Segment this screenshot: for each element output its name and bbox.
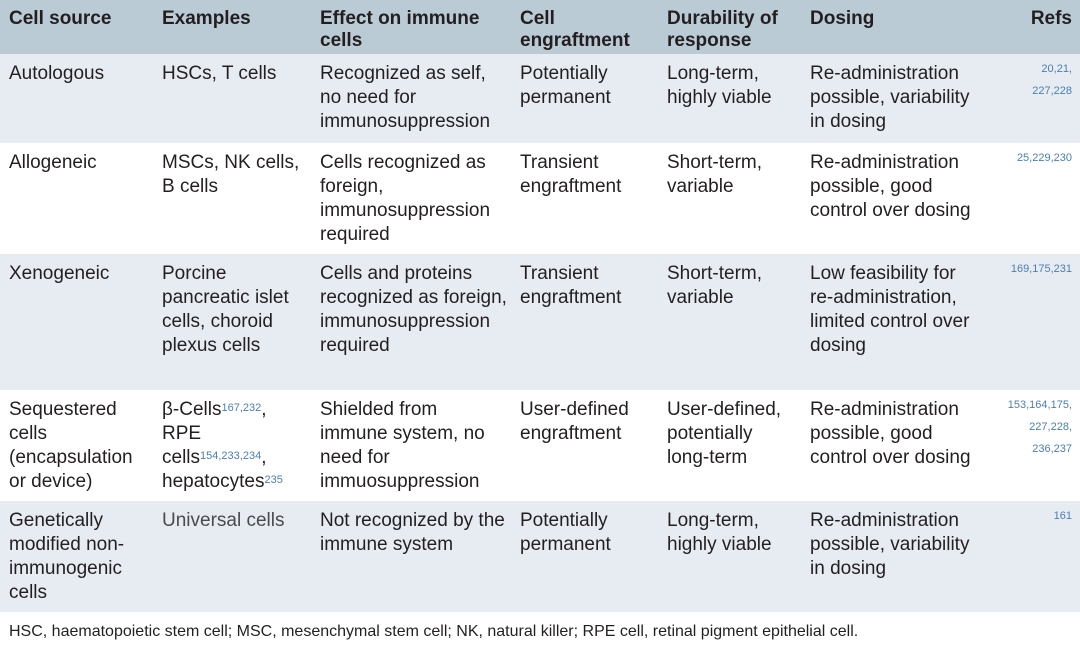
cell-durability: User-defined, potentially long-term bbox=[658, 390, 801, 501]
cell-source-table: Cell source Examples Effect on immune ce… bbox=[0, 0, 1080, 612]
cell-refs: 169,175,231 bbox=[987, 254, 1080, 390]
cell-durability: Short-term, variable bbox=[658, 254, 801, 390]
cell-refs: 20,21, 227,228 bbox=[987, 54, 1080, 143]
header-effect-on-immune-cells: Effect on immune cells bbox=[311, 0, 511, 54]
cell-engraftment: Transient engraftment bbox=[511, 254, 658, 390]
cell-effect: Recognized as self, no need for immunosu… bbox=[311, 54, 511, 143]
ref-link[interactable]: 161 bbox=[1053, 510, 1072, 522]
cell-refs: 25,229,230 bbox=[987, 143, 1080, 254]
ref-link[interactable]: 227,228 bbox=[1032, 85, 1072, 97]
cell-examples: Universal cells bbox=[153, 501, 311, 612]
ref-link[interactable]: 25,229,230 bbox=[1016, 152, 1072, 164]
citation-link[interactable]: 167,232 bbox=[221, 402, 262, 414]
cell-effect: Shielded from immune system, no need for… bbox=[311, 390, 511, 501]
cell-dosing: Re-administration possible, good control… bbox=[801, 143, 987, 254]
cell-effect: Cells recognized as foreign, immunosuppr… bbox=[311, 143, 511, 254]
cell-dosing: Re-administration possible, variability … bbox=[801, 501, 987, 612]
ref-link[interactable]: 227,228, bbox=[1029, 421, 1072, 433]
cell-examples: β-Cells167,232, RPE cells154,233,234, he… bbox=[153, 390, 311, 501]
ref-link[interactable]: 153,164,175, bbox=[1007, 399, 1072, 411]
cell-refs: 153,164,175, 227,228, 236,237 bbox=[987, 390, 1080, 501]
cell-engraftment: Potentially permanent bbox=[511, 54, 658, 143]
table-header-row: Cell source Examples Effect on immune ce… bbox=[0, 0, 1080, 54]
ref-link[interactable]: 169,175,231 bbox=[1010, 263, 1072, 275]
cell-durability: Short-term, variable bbox=[658, 143, 801, 254]
cell-engraftment: Transient engraftment bbox=[511, 143, 658, 254]
cell-durability: Long-term, highly viable bbox=[658, 54, 801, 143]
cell-engraftment: Potentially permanent bbox=[511, 501, 658, 612]
table-row: Allogeneic MSCs, NK cells, B cells Cells… bbox=[0, 143, 1080, 254]
cell-engraftment: User-defined engraftment bbox=[511, 390, 658, 501]
example-beta-cells: β-Cells bbox=[162, 399, 222, 420]
table-row: Xenogeneic Porcine pancreatic islet cell… bbox=[0, 254, 1080, 390]
ref-link[interactable]: 236,237 bbox=[1032, 443, 1072, 455]
cell-source: Autologous bbox=[0, 54, 153, 143]
example-hepatocytes: hepatocytes bbox=[162, 471, 265, 492]
table-row: Genetically modified non-immunogenic cel… bbox=[0, 501, 1080, 612]
cell-examples: HSCs, T cells bbox=[153, 54, 311, 143]
cell-examples: Porcine pancreatic islet cells, choroid … bbox=[153, 254, 311, 390]
header-cell-engraftment: Cell engraftment bbox=[511, 0, 658, 54]
cell-dosing: Low feasibility for re-administration, l… bbox=[801, 254, 987, 390]
example-rpe-cells: RPE cells bbox=[162, 423, 202, 468]
citation-link[interactable]: 154,233,234 bbox=[200, 450, 262, 462]
cell-source: Allogeneic bbox=[0, 143, 153, 254]
cell-examples: MSCs, NK cells, B cells bbox=[153, 143, 311, 254]
cell-durability: Long-term, highly viable bbox=[658, 501, 801, 612]
header-cell-source: Cell source bbox=[0, 0, 153, 54]
cell-source: Sequestered cells (encapsulation or devi… bbox=[0, 390, 153, 501]
citation-link[interactable]: 235 bbox=[264, 474, 283, 486]
cell-effect: Cells and proteins recognized as foreign… bbox=[311, 254, 511, 390]
table-footnote: HSC, haematopoietic stem cell; MSC, mese… bbox=[9, 623, 859, 640]
header-durability: Durability of response bbox=[658, 0, 801, 54]
header-refs: Refs bbox=[987, 0, 1080, 54]
cell-source: Xenogeneic bbox=[0, 254, 153, 390]
cell-refs: 161 bbox=[987, 501, 1080, 612]
cell-dosing: Re-administration possible, good control… bbox=[801, 390, 987, 501]
table-row: Autologous HSCs, T cells Recognized as s… bbox=[0, 54, 1080, 143]
cell-source: Genetically modified non-immunogenic cel… bbox=[0, 501, 153, 612]
ref-link[interactable]: 20,21, bbox=[1041, 63, 1072, 75]
header-dosing: Dosing bbox=[801, 0, 987, 54]
table-row: Sequestered cells (encapsulation or devi… bbox=[0, 390, 1080, 501]
cell-dosing: Re-administration possible, variability … bbox=[801, 54, 987, 143]
cell-effect: Not recognized by the immune system bbox=[311, 501, 511, 612]
header-examples: Examples bbox=[153, 0, 311, 54]
